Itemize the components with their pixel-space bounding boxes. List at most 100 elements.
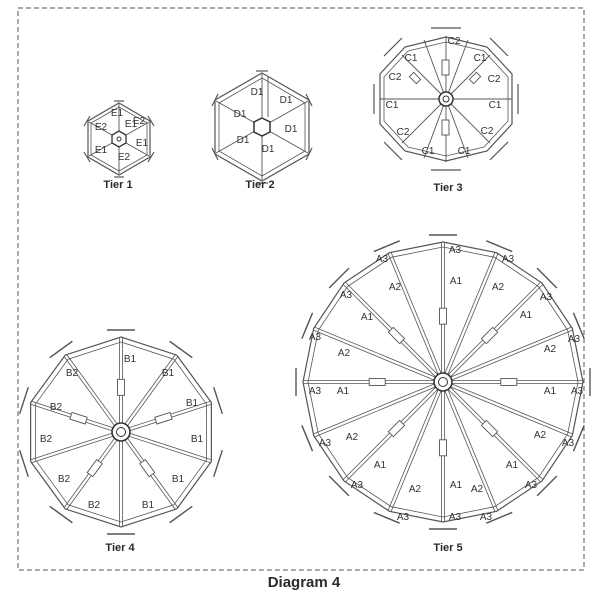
tier-4-part-label: B2 [88,500,101,511]
tier-2-assembly: D1 D1 D1 D1 D1 D1 Tier 2 [211,70,313,191]
arm-cap [328,267,350,289]
arm [312,329,443,384]
tier-3-label-1: C2 [448,36,461,47]
tier-5-part-label: A1 [361,312,374,323]
arm-cap [301,425,314,452]
outer-ring [30,336,212,528]
arm-sleeve [500,378,518,386]
tier-5-part-label: A3 [540,292,553,303]
arm [120,433,211,464]
inner-ring [307,246,579,518]
tier-4-part-label: B1 [124,354,137,365]
hub [111,422,131,442]
arm-sleeve [154,411,173,425]
tier-4-part-label: B2 [40,434,53,445]
tier-5-part-label: A3 [351,480,364,491]
hub-inner [438,377,448,387]
tier-3-label-4: C1 [474,53,487,64]
arm-cap [536,475,558,497]
tier-1-label-4: E2 [133,116,146,127]
tier-5-part-label: A3 [376,254,389,265]
tier-4-part-label: B2 [66,368,79,379]
arm-cap [486,511,513,524]
tier-5-part-label: A1 [374,460,387,471]
arm-sleeve [387,419,406,438]
tier-5-part-label: A3 [480,512,493,523]
tier-3-sleeves [408,59,482,136]
arm [119,353,176,432]
arm-cap [572,312,585,339]
arm [442,326,572,381]
arm-sleeve [117,378,125,396]
arm [121,355,179,434]
tier-4-part-label: B2 [50,402,63,413]
arm [314,326,444,381]
arm-cap [536,267,558,289]
arm-sleeve [439,307,447,325]
tier-1-label-6: E2 [118,152,131,163]
tier-2-label-5: D1 [237,135,250,146]
tier-4-part-label: B1 [172,474,185,485]
arm-cap [169,505,193,524]
tier-5-part-label: A2 [534,430,547,441]
arm-cap [373,240,400,253]
arm [444,253,499,383]
arm-cap [19,449,29,478]
tier-5-part-label: A3 [449,512,462,523]
tier-5-part-label: A3 [309,332,322,343]
tier-5-part-label: A2 [409,484,422,495]
arm-cap [169,340,193,359]
arm [30,430,121,461]
arm-sleeve [69,411,88,425]
tier-5-part-label: A3 [571,386,584,397]
tier-3-label-8: C1 [489,100,502,111]
arm-cap [19,386,29,415]
tier-3-label-7: C2 [397,127,410,138]
tier-2-label-1: D1 [251,87,264,98]
tier-3-label-2: C1 [405,53,418,64]
dashed-frame [17,7,585,571]
tier-5-part-label: A3 [309,386,322,397]
arm-cap [328,475,350,497]
arm-sleeve [387,326,406,345]
tier-5-part-label: A3 [568,334,581,345]
tier-1-label-7: E1 [136,138,149,149]
tier-1-label-3: E1 [125,119,138,130]
arm [121,430,212,461]
arm [387,381,442,511]
tier-2-label-4: D1 [285,124,298,135]
arm-sleeve [439,439,447,457]
arm [441,382,496,513]
tier-2-hub [253,117,271,137]
arm-cap [373,511,400,524]
tier-1-caption: Tier 1 [103,179,132,191]
arm [444,381,499,511]
arm [312,380,443,435]
arm-cap [572,425,585,452]
tier-1-label-5: E1 [95,145,108,156]
tier-1-label-1: E1 [111,108,124,119]
arm-cap [301,312,314,339]
arm [443,329,574,384]
tier-3-label-6: C1 [386,100,399,111]
tier-3-label-9: C2 [481,126,494,137]
arm-sleeve [368,378,386,386]
arm-sleeve [86,458,103,478]
tier-5-part-label: A3 [449,245,462,256]
arm-cap [49,340,73,359]
tier-5-part-label: A3 [525,480,538,491]
tier-5-part-label: A1 [337,386,350,397]
arm-sleeve [480,326,499,345]
tier-3-assembly: C2 C1 C2 C1 C2 C1 C2 C1 C2 C1 C1 Tier 3 [373,27,519,194]
arm [390,382,445,513]
tier-3-caption: Tier 3 [433,182,462,194]
tier-5-part-label: A1 [450,276,463,287]
arm-cap [486,240,513,253]
tier-4-part-label: B1 [186,398,199,409]
tier-4-caption: Tier 4 [105,542,135,554]
tier-2-label-3: D1 [234,109,247,120]
tier-5-part-label: A3 [502,254,515,265]
tier-1-label-2: E2 [95,122,108,133]
arm-cap [213,449,223,478]
